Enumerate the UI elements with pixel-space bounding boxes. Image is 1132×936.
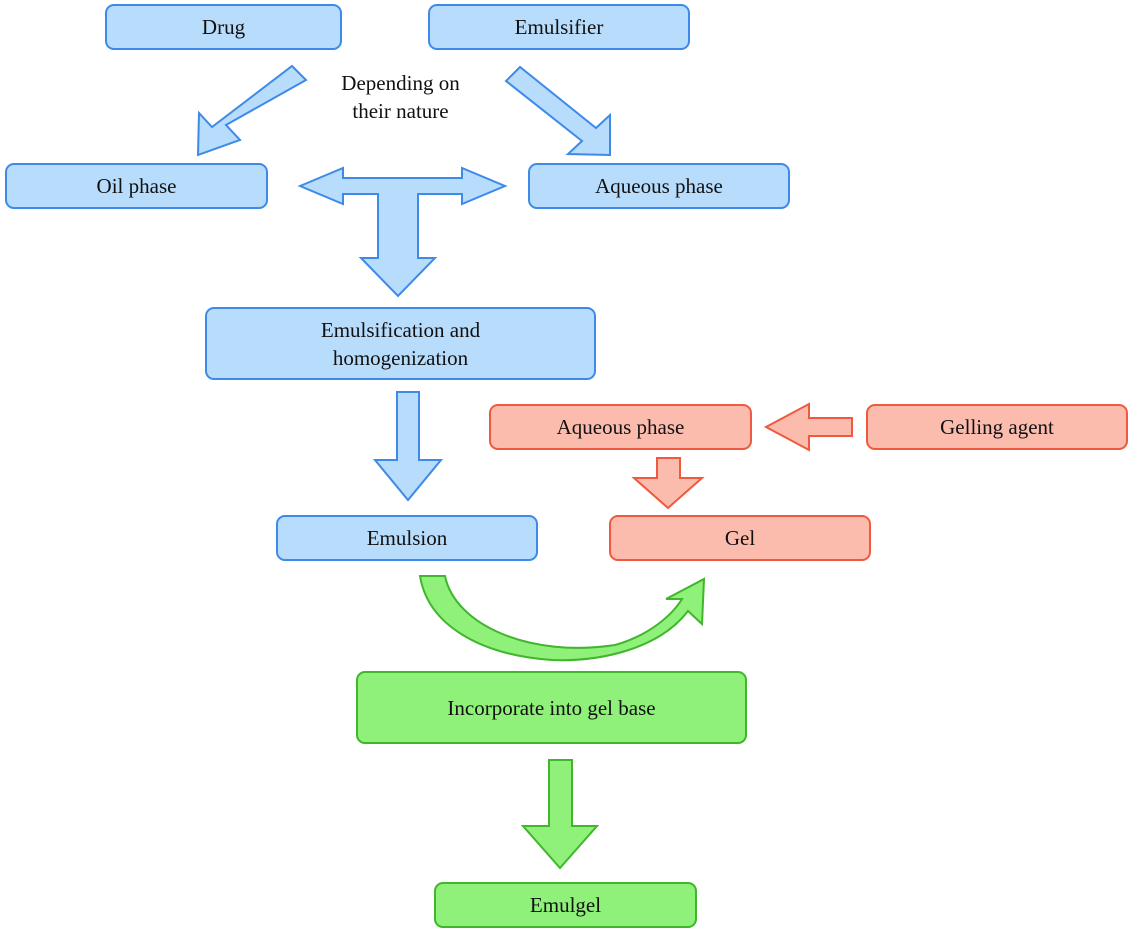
arrow-gelling-to-aqueous (763, 402, 853, 452)
emulsification-box: Emulsification and homogenization (205, 307, 596, 380)
arrow-emulsifier-to-aqueous (504, 65, 611, 157)
arrow-incorporate-to-emulgel (520, 759, 600, 870)
aqueous-phase-gel-box: Aqueous phase (489, 404, 752, 450)
emulsion-box: Emulsion (276, 515, 538, 561)
emulgel-box: Emulgel (434, 882, 697, 928)
arrow-drug-to-oil (196, 64, 308, 157)
gel-box: Gel (609, 515, 871, 561)
gelling-agent-box: Gelling agent (866, 404, 1128, 450)
aqueous-phase-box: Aqueous phase (528, 163, 790, 209)
incorporate-box: Incorporate into gel base (356, 671, 747, 744)
drug-box: Drug (105, 4, 342, 50)
arrow-t-bidirectional (297, 166, 508, 298)
depending-note: Depending on their nature (341, 71, 460, 123)
arrow-emulsification-to-emulsion (372, 391, 444, 502)
arrow-aqueous-to-gel (631, 457, 705, 510)
arrow-emulsion-to-gel-curve (418, 575, 706, 662)
oil-phase-box: Oil phase (5, 163, 268, 209)
emulsifier-box: Emulsifier (428, 4, 690, 50)
